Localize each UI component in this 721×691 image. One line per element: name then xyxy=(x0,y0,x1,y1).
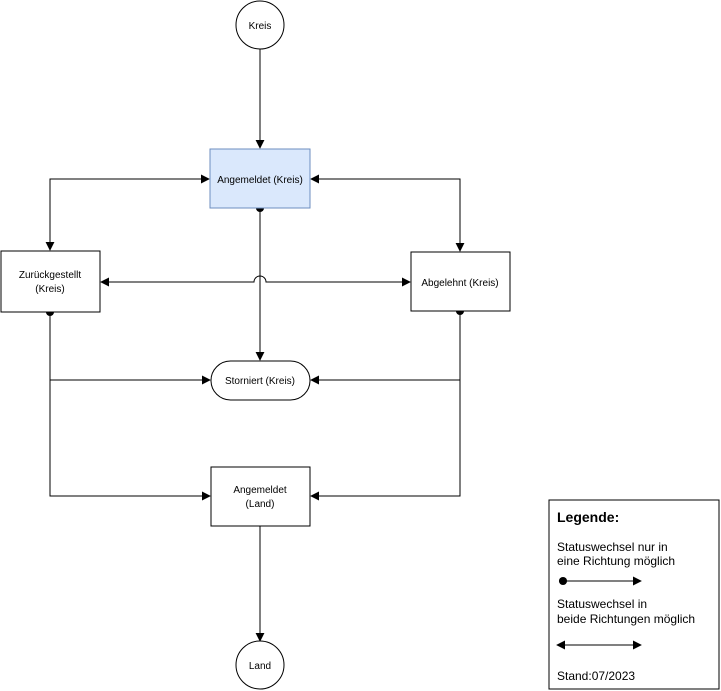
node-angemeldet-kreis: Angemeldet (Kreis) xyxy=(209,148,311,209)
node-storniert: Storniert (Kreis) xyxy=(210,360,311,401)
node-zurueckgestellt: Zurückgestellt (Kreis) xyxy=(0,250,101,313)
node-kreis-start: Kreis xyxy=(235,0,285,50)
node-angemeldet-kreis-label: Angemeldet (Kreis) xyxy=(217,175,303,186)
edge-zurueckgestellt-abgelehnt xyxy=(100,275,411,287)
legend-stand: Stand:07/2023 xyxy=(557,669,635,683)
edge-zurueckgestellt-to-angemeldet-land xyxy=(49,380,211,501)
node-kreis-label: Kreis xyxy=(249,21,272,32)
legend-one-way-line2: eine Richtung möglich xyxy=(557,554,675,568)
legend-box: Legende: Statuswechsel nur in eine Richt… xyxy=(548,499,720,690)
edge-abgelehnt-to-angemeldet-land xyxy=(310,380,461,501)
edge-angemeldet-kreis-zurueckgestellt xyxy=(45,174,210,251)
node-abgelehnt-label: Abgelehnt (Kreis) xyxy=(421,278,498,289)
node-angemeldet-land-line2: (Land) xyxy=(246,499,275,510)
edge-angemeldet-kreis-abgelehnt xyxy=(310,174,465,252)
edge-zurueckgestellt-to-storniert xyxy=(45,307,211,385)
legend-title: Legende: xyxy=(557,509,619,525)
legend-two-way-line1: Statuswechsel in xyxy=(557,597,647,611)
legend-one-way-line1: Statuswechsel nur in xyxy=(557,540,668,554)
node-zurueckgestellt-line2: (Kreis) xyxy=(35,284,64,295)
node-zurueckgestellt-line1: Zurückgestellt xyxy=(19,270,81,281)
edge-abgelehnt-to-storniert xyxy=(310,306,465,385)
legend-two-way-line2: beide Richtungen möglich xyxy=(557,612,695,626)
node-abgelehnt: Abgelehnt (Kreis) xyxy=(410,251,511,312)
node-land-label: Land xyxy=(249,661,271,672)
node-land-end: Land xyxy=(235,640,285,690)
node-angemeldet-land-line1: Angemeldet xyxy=(233,485,287,496)
node-angemeldet-land: Angemeldet (Land) xyxy=(210,466,311,527)
node-storniert-label: Storniert (Kreis) xyxy=(225,376,295,387)
